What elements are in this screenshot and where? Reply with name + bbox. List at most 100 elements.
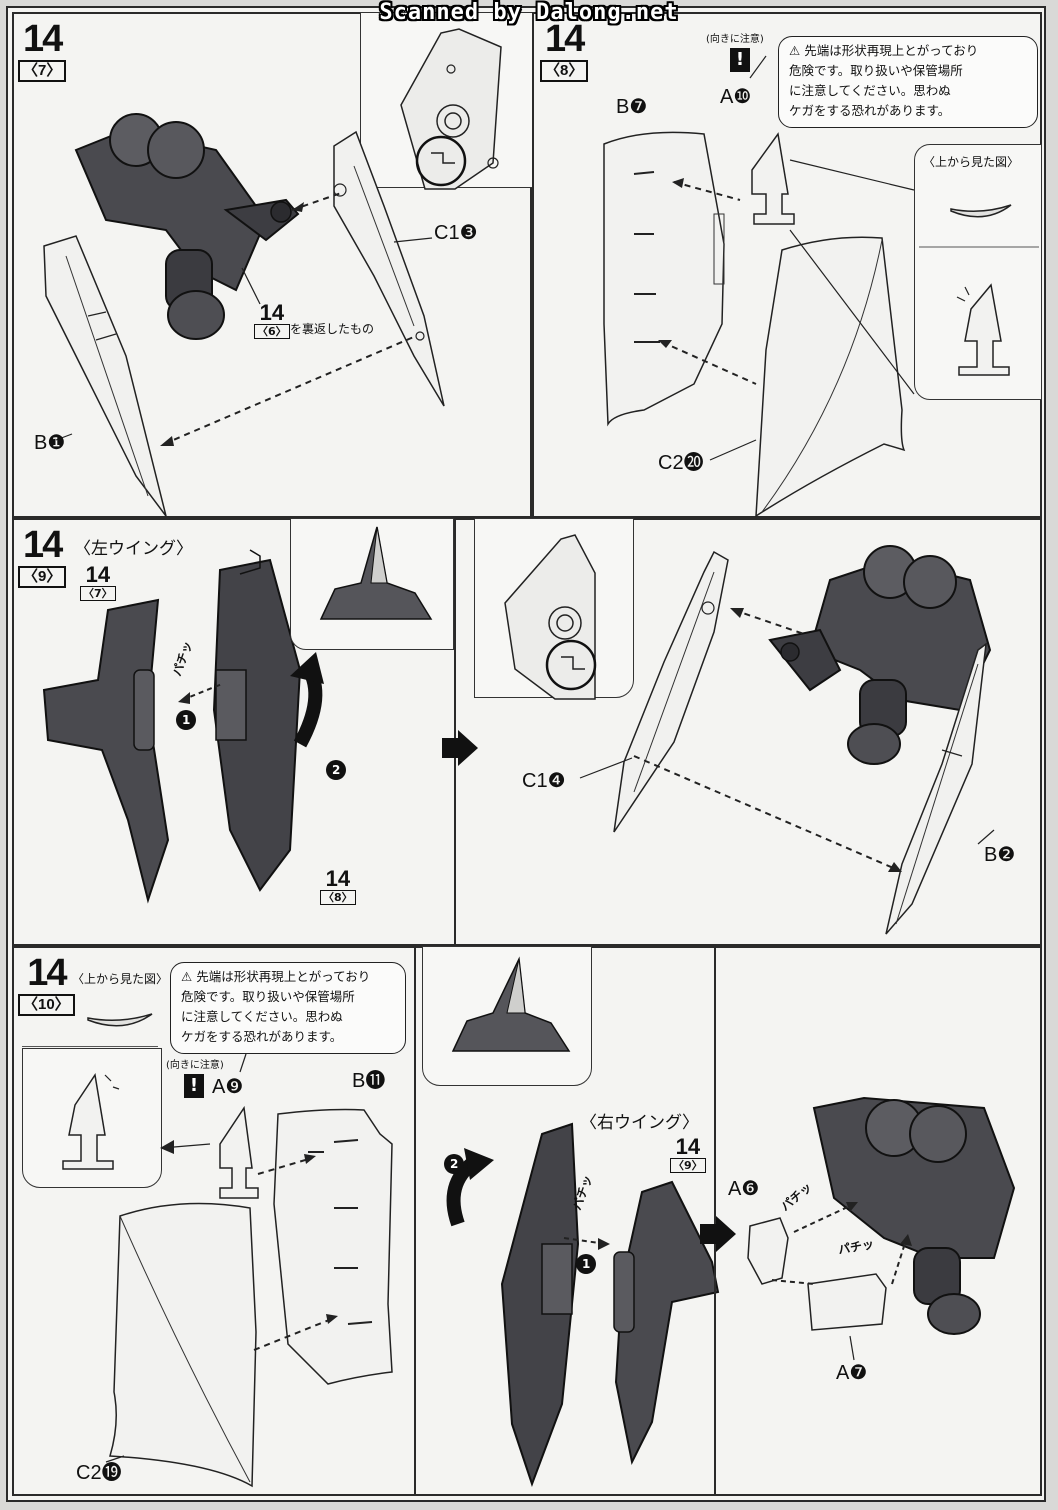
marker-1: 1	[182, 713, 191, 727]
instruction-page: 14 〈7〉	[6, 6, 1046, 1502]
warning-line: 危険です。取り扱いや保管場所	[789, 63, 963, 78]
caution-mark: !	[730, 48, 750, 72]
fin-side-inset	[22, 1048, 162, 1188]
top-view-drawing	[87, 1013, 153, 1027]
panel-step-14-8: 14 〈8〉 (向きに注意) ! ⚠ 先端は形状再現上とがっており 危険です。取…	[532, 12, 1042, 518]
part-label-c1-4: C1❹	[522, 770, 566, 792]
top-view-drawing	[919, 204, 1039, 376]
warning-line: 危険です。取り扱いや保管場所	[181, 989, 355, 1004]
part-c1-4	[613, 550, 729, 833]
step-label: 14 〈7〉	[18, 18, 67, 82]
step-number: 14	[545, 18, 585, 60]
watermark: Scanned by Dalong.net	[379, 0, 679, 25]
part-label-c2-19: C2⓳	[76, 1462, 122, 1484]
part-c1-3	[333, 130, 445, 407]
top-view-inset: 〈上から見た図〉	[914, 144, 1042, 400]
warning-line: ⚠ 先端は形状再現上とがっており	[181, 969, 371, 984]
warning-icon: ⚠	[181, 969, 197, 984]
top-view-label: 〈上から見た図〉	[923, 155, 1020, 169]
marker-1: 1	[582, 1257, 591, 1271]
snap-and-rotate	[176, 652, 346, 780]
torso-assembly	[74, 113, 300, 340]
fin-detail-inset	[422, 946, 592, 1086]
fin-detail-drawing	[319, 526, 433, 620]
wing-piece-b-right	[500, 1122, 580, 1487]
reference-step: 14 〈6〉	[254, 302, 290, 339]
warning-line: ⚠ 先端は形状再現上とがっており	[789, 43, 979, 58]
step-substep: 〈9〉	[18, 566, 67, 588]
part-label-c2-20: C2⓴	[658, 452, 704, 474]
wing-piece-b	[212, 549, 302, 892]
step-label: 14 〈10〉	[18, 954, 75, 1016]
top-view-divider	[22, 1046, 158, 1047]
part-a9	[219, 1105, 259, 1199]
assembly-guides	[771, 1202, 912, 1361]
assembly-guides	[105, 1053, 338, 1463]
panel-step-14-10: 14 〈10〉 〈上から見た図〉 ⚠ 先端は形状再現上とがっており 危険です。取…	[12, 946, 1042, 1496]
panel-step-14-9: 14 〈9〉 〈左ウイング〉 14 〈7〉	[12, 518, 1042, 946]
wing-piece-a-right	[613, 1180, 720, 1466]
step-label: 14 〈8〉	[540, 18, 589, 82]
warning-line: に注意してください。思わぬ	[789, 83, 951, 98]
panel-divider	[454, 520, 456, 944]
caution-label: (向きに注意)	[706, 34, 764, 45]
step-number: 14	[27, 952, 67, 994]
warning-line: に注意してください。思わぬ	[181, 1009, 343, 1024]
fin-detail-inset	[290, 518, 454, 650]
assembly-guides	[658, 55, 915, 461]
step-substep: 〈7〉	[18, 60, 67, 82]
top-view-label: 〈上から見た図〉	[72, 972, 169, 986]
step-substep: 〈10〉	[18, 994, 75, 1016]
part-label-b1: B❶	[34, 432, 66, 454]
part-b2	[885, 642, 987, 935]
hinge-detail-drawing	[504, 534, 597, 700]
part-label-a6: A❻	[728, 1178, 760, 1200]
part-c2-19	[109, 1202, 257, 1488]
part-b7	[603, 131, 725, 427]
torso-final-assembly	[812, 1096, 1016, 1335]
reference-step: 14 〈7〉	[80, 564, 116, 601]
reference-step: 14 〈8〉	[320, 868, 356, 905]
part-label-b11: B⓫	[352, 1070, 386, 1092]
part-a6	[747, 1217, 789, 1285]
part-b1	[43, 235, 167, 517]
warning-box: ⚠ 先端は形状再現上とがっており 危険です。取り扱いや保管場所 に注意してくださ…	[778, 36, 1038, 128]
next-step-arrow	[700, 1216, 736, 1252]
part-label-a7: A❼	[836, 1362, 868, 1384]
warning-box: ⚠ 先端は形状再現上とがっており 危険です。取り扱いや保管場所 に注意してくださ…	[170, 962, 406, 1054]
assembly-guides	[579, 608, 995, 872]
fin-side-drawing	[62, 1073, 120, 1170]
detail-drawing	[400, 28, 502, 190]
part-a10	[751, 132, 795, 225]
step-label: 14 〈9〉	[18, 524, 67, 588]
part-a7	[807, 1273, 887, 1331]
part-label-a9: A❾	[212, 1076, 244, 1098]
step-substep: 〈8〉	[540, 60, 589, 82]
reference-step: 14 〈9〉	[670, 1136, 706, 1173]
part-label-a10: A❿	[720, 86, 752, 108]
caution-label: (向きに注意)	[166, 1060, 224, 1071]
part-c2-20	[755, 236, 906, 518]
reference-note: を裏返したもの	[290, 322, 375, 336]
step-number: 14	[23, 18, 63, 60]
torso-assembly-right	[768, 545, 992, 765]
caution-mark: !	[184, 1074, 204, 1098]
part-label-c1-3: C1❸	[434, 222, 478, 244]
panel-divider	[414, 948, 416, 1494]
marker-2: 2	[332, 763, 341, 777]
panel-divider	[714, 948, 716, 1494]
snap-and-rotate	[444, 1148, 610, 1274]
part-label-b2: B❷	[984, 844, 1016, 866]
assembly-guides	[55, 191, 433, 446]
section-title-right-wing: 〈右ウイング〉	[580, 1113, 699, 1133]
hinge-detail-inset	[474, 518, 634, 700]
warning-icon: ⚠	[789, 43, 805, 58]
part-b11	[273, 1108, 393, 1385]
step-number: 14	[23, 524, 63, 566]
detail-callout	[360, 12, 536, 190]
panel-step-14-7: 14 〈7〉	[12, 12, 536, 518]
part-label-b7: B❼	[616, 96, 648, 118]
warning-line: ケガをする恐れがあります。	[789, 103, 951, 118]
wing-piece-a	[42, 598, 170, 904]
next-step-arrow	[442, 730, 478, 766]
